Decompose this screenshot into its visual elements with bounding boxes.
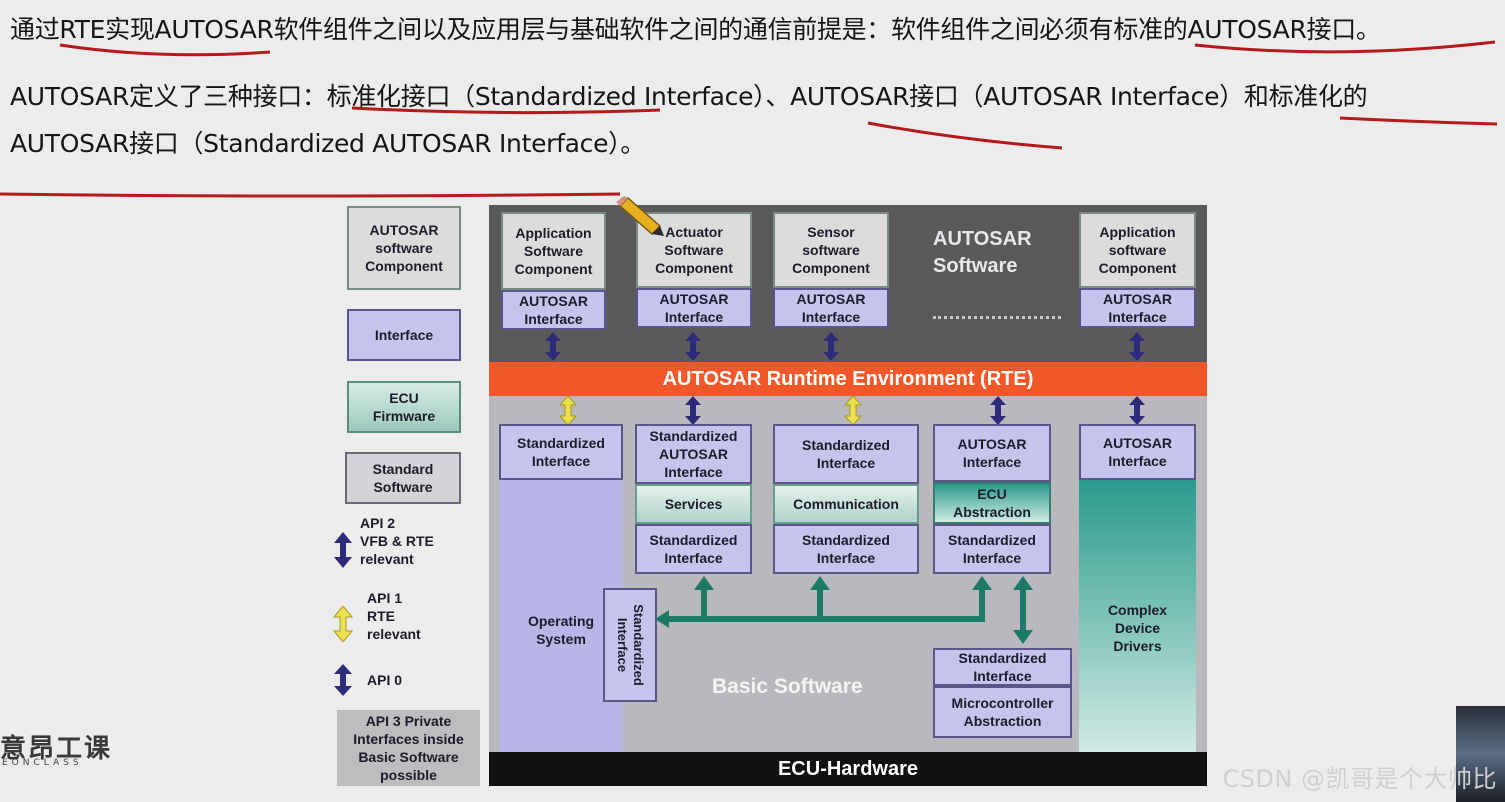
microcontroller-abstraction: Microcontroller Abstraction <box>933 686 1072 738</box>
cdd-column <box>1079 480 1196 752</box>
comm-std-interface-bottom: Standardized Interface <box>773 524 919 574</box>
legend-api1-label: API 1 RTE relevant <box>367 590 421 642</box>
api-arrows <box>545 332 1145 426</box>
communication-module: Communication <box>773 484 919 524</box>
ecu-abs-std-interface: Standardized Interface <box>933 524 1051 574</box>
swc3-autosar-interface: AUTOSAR Interface <box>773 288 889 328</box>
swc4-autosar-interface: AUTOSAR Interface <box>1079 288 1196 328</box>
pencil-icon <box>616 196 664 236</box>
csdn-watermark: CSDN @凯哥是个大帅比 <box>1222 765 1497 793</box>
swc-sensor: Sensor software Component <box>773 212 889 288</box>
intro-sentence: 通过RTE实现AUTOSAR软件组件之间以及应用层与基础软件之间的通信前提是：软… <box>10 15 1381 44</box>
legend-api0-arrow-icon <box>334 664 352 696</box>
cdd-autosar-interface: AUTOSAR Interface <box>1079 424 1196 480</box>
autosar-software-label: AUTOSAR Software <box>933 228 1032 277</box>
legend-api1-arrow-icon <box>333 606 353 642</box>
comm-std-interface-top: Standardized Interface <box>773 424 919 484</box>
legend-interface: Interface <box>347 309 461 361</box>
complex-device-drivers: Complex Device Drivers <box>1107 602 1168 654</box>
swc-application-1: Application Software Component <box>501 212 606 290</box>
operating-system-column <box>499 480 623 752</box>
ecu-hardware-bar: ECU-Hardware <box>489 752 1207 786</box>
services-std-interface: Standardized Interface <box>635 524 752 574</box>
basic-software-label: Basic Software <box>712 675 863 698</box>
mcal-std-interface: Standardized Interface <box>933 648 1072 686</box>
swc1-autosar-interface: AUTOSAR Interface <box>501 290 606 330</box>
services-module: Services <box>635 484 752 524</box>
legend-ecu-firmware: ECU Firmware <box>347 381 461 433</box>
vertical-std-interface: Standardized Interface <box>615 604 646 686</box>
swc2-autosar-interface: AUTOSAR Interface <box>636 288 752 328</box>
interface-types-sentence: AUTOSAR定义了三种接口：标准化接口（Standardized Interf… <box>10 82 1368 111</box>
ecu-abstraction-module: ECU Abstraction <box>933 482 1051 524</box>
os-standardized-interface: Standardized Interface <box>499 424 623 480</box>
more-components-dots <box>933 316 1061 319</box>
legend-swc: AUTOSAR software Component <box>347 206 461 290</box>
legend-api2-label: API 2 VFB & RTE relevant <box>360 515 434 567</box>
vertical-std-interface-frame: Standardized Interface <box>603 588 657 702</box>
swc-application-2: Application software Component <box>1079 212 1196 288</box>
operating-system: Operating System <box>527 613 595 647</box>
legend-standard-software: Standard Software <box>345 452 461 504</box>
legend-api0-label: API 0 <box>367 672 403 688</box>
course-logo: 意昂工课 <box>0 734 113 764</box>
legend-api2-arrow-icon <box>334 532 352 568</box>
internal-interface-arrows <box>655 576 1033 644</box>
legend-api3: API 3 Private Interfaces inside Basic So… <box>337 710 480 786</box>
ecu-abs-autosar-interface: AUTOSAR Interface <box>933 424 1051 482</box>
interface-types-sentence-cont: AUTOSAR接口（Standardized AUTOSAR Interface… <box>10 129 646 158</box>
rte-bar: AUTOSAR Runtime Environment (RTE) <box>489 362 1207 396</box>
services-std-autosar-interface: Standardized AUTOSAR Interface <box>635 424 752 484</box>
video-thumbnail <box>1456 706 1505 802</box>
course-logo-sub: EONCLASS <box>2 758 83 768</box>
